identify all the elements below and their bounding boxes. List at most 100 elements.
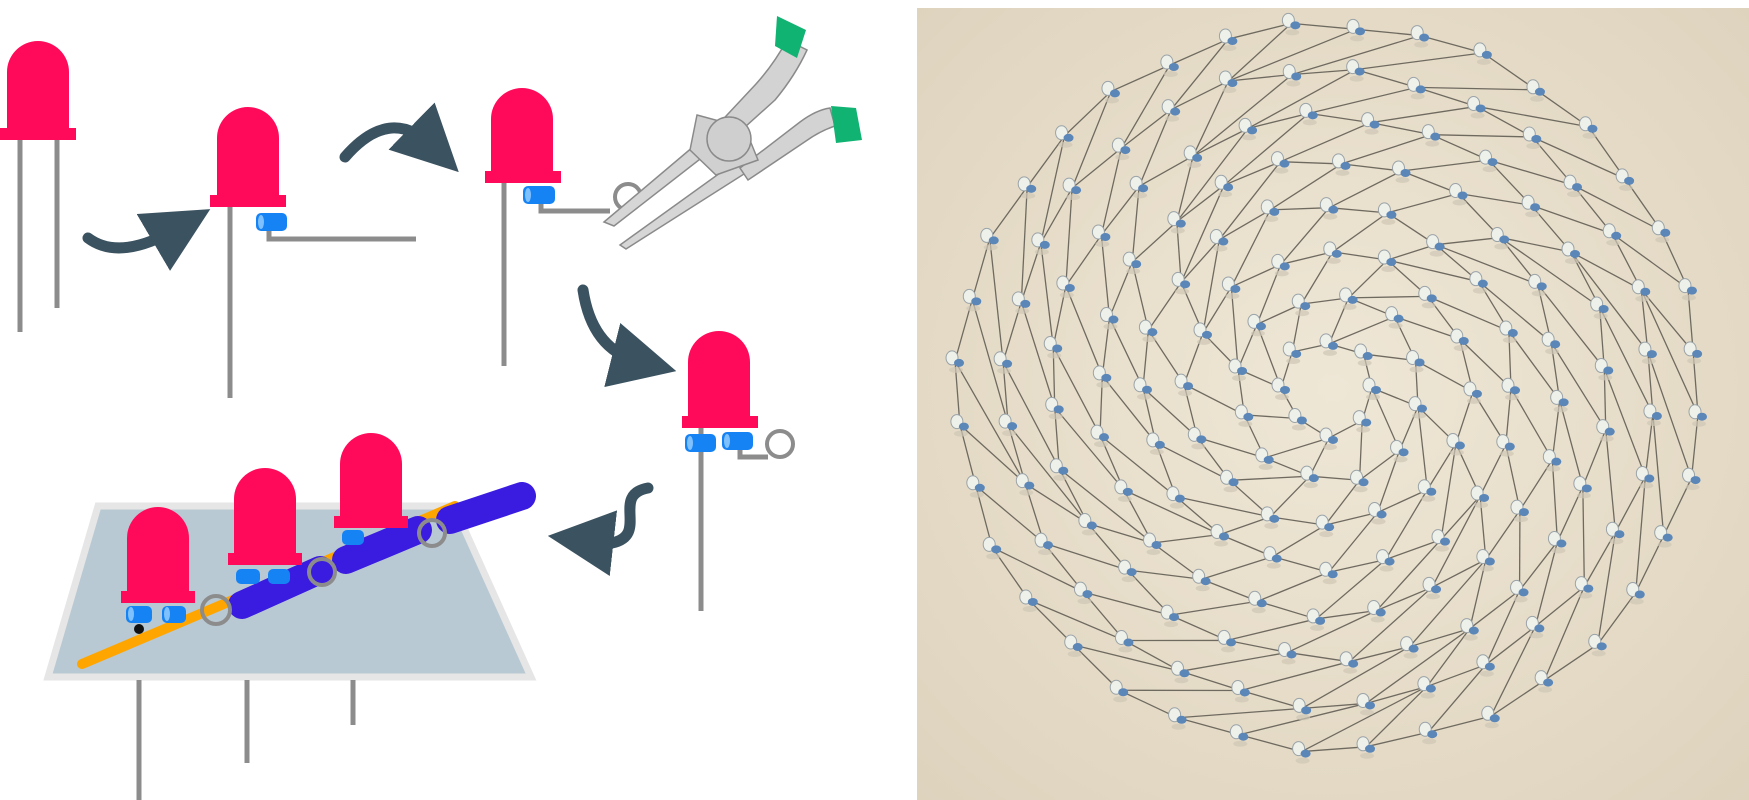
led-cluster [1446,433,1465,456]
wire [1197,436,1265,459]
led-cluster [1031,232,1050,255]
wire [1177,707,1303,719]
led-cluster [1574,576,1594,599]
arrow-1-icon [82,209,211,271]
wire [1551,459,1559,542]
wire [1365,731,1429,748]
wire [1020,301,1056,408]
wire [1385,489,1428,560]
led-cluster [1417,676,1436,699]
wire [1427,295,1510,332]
led-cluster [1422,576,1442,600]
wire [1401,159,1489,172]
wire [1177,717,1240,736]
wire [1370,121,1432,136]
wire [1280,251,1333,266]
led-cluster [1481,705,1500,729]
led-cluster [1421,124,1441,147]
led-cluster [1214,174,1234,198]
led-cluster [1463,381,1482,404]
wire [1169,38,1229,66]
wire [1219,209,1271,241]
wire [1264,437,1330,459]
wire [1365,686,1428,748]
led-cluster [1210,523,1230,547]
wire [1426,628,1471,687]
led-board-assembly [43,433,537,800]
wire [959,424,1026,485]
led-cluster [1391,160,1411,183]
led-cluster [1017,176,1037,199]
wire [1219,516,1271,536]
led-cluster [1479,149,1498,173]
wire [1341,134,1432,165]
wire [1640,289,1699,415]
wire [1230,286,1239,370]
led-cluster [1361,112,1380,135]
wire [1058,468,1153,544]
wire [1572,184,1662,232]
led-cluster [1319,197,1339,220]
wire [1490,626,1536,717]
wire [1440,443,1457,540]
wire [975,485,1045,544]
led-cluster [1550,389,1569,413]
wire [1332,212,1388,253]
led-cluster [1228,358,1248,382]
wire [1065,188,1073,286]
led-cluster [1469,271,1488,294]
wire [1652,413,1665,536]
wire [1431,134,1489,161]
wire [1582,486,1585,587]
wire [1007,423,1089,524]
led-cluster [1510,499,1529,523]
led-cluster [1460,618,1479,641]
wire [1532,136,1626,180]
wire [1387,244,1436,261]
wire [1485,590,1521,665]
led-cluster [1220,469,1239,493]
wire [1083,591,1171,616]
wire [1052,346,1101,436]
led-cluster [1408,396,1428,419]
wire [1478,281,1552,343]
led-cluster [1339,651,1359,674]
wire [1043,542,1128,571]
led-cluster [1323,241,1342,264]
wire [1348,295,1428,299]
led-cluster [1062,177,1082,201]
led-cluster [1417,479,1437,502]
wire [1223,112,1310,186]
led-cluster [1594,358,1614,381]
led-cluster [1476,654,1495,677]
wire [1377,489,1428,514]
wire [1647,351,1693,479]
led-cluster [1238,117,1258,141]
wire [1570,251,1649,353]
wire [1376,539,1442,611]
wire [1120,109,1172,149]
wire [1272,524,1326,558]
wire [1099,434,1177,498]
led-cluster [1467,95,1486,119]
wire [989,186,1028,239]
led-step-2 [210,107,416,398]
led-cluster [982,536,1002,560]
wire [1417,406,1428,490]
led-cluster [1187,426,1207,450]
led-cluster [1683,341,1703,364]
led-cluster [1350,469,1369,493]
led-cluster [1377,249,1397,273]
led-cluster [1299,102,1318,126]
led-cluster [1234,404,1254,427]
wire [1155,442,1230,481]
led-cluster [1171,271,1191,295]
led-cluster [1271,253,1290,277]
led-cluster [945,350,965,373]
wire [1415,359,1474,393]
wire [1180,651,1288,672]
led-cluster [1167,211,1186,234]
wire [1530,204,1613,235]
wire [1550,341,1607,431]
led-cluster [1011,291,1031,314]
